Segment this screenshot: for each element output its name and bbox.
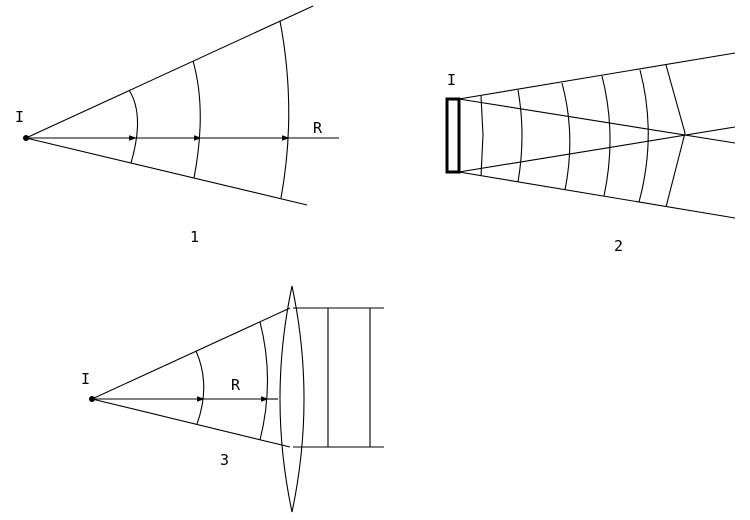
beam-lower-edge-2 <box>458 171 736 219</box>
wavefront-2a <box>480 95 484 177</box>
crossing-ray-down-2 <box>458 98 736 144</box>
wavefront-1b <box>192 60 201 179</box>
source-label-3: I <box>81 370 90 388</box>
wavefront-1c <box>279 20 290 199</box>
source-label-2: I <box>447 71 456 89</box>
figure-1-point-source-spherical-waves: I R 1 <box>15 5 339 246</box>
source-label-1: I <box>15 108 24 126</box>
extended-source-slab <box>445 97 461 174</box>
figure-3-lens-collimation: I R 3 <box>81 285 384 513</box>
figure-2-extended-source: I 2 <box>445 52 736 255</box>
cone-upper-edge-3 <box>91 307 291 400</box>
wavefront-2f <box>665 64 686 208</box>
wavefront-2c <box>561 82 571 191</box>
cone-lower-edge-3 <box>91 398 291 448</box>
wavefront-3a <box>195 350 205 425</box>
caption-3: 3 <box>220 451 229 469</box>
wavefront-3b <box>259 321 268 441</box>
convex-lens <box>279 285 305 513</box>
beam-upper-edge-2 <box>458 52 736 100</box>
ray-label-3: R <box>231 376 241 394</box>
cone-lower-edge-1 <box>25 137 308 206</box>
wavefront-2e <box>638 69 649 203</box>
wavefront-1a <box>128 89 139 164</box>
wavefront-2b <box>517 89 523 183</box>
caption-1: 1 <box>190 228 199 246</box>
ray-label-1: R <box>313 119 323 137</box>
wavefront-2d <box>601 75 611 197</box>
crossing-ray-up-2 <box>458 126 736 173</box>
cone-upper-edge-1 <box>25 5 314 139</box>
caption-2: 2 <box>614 237 623 255</box>
